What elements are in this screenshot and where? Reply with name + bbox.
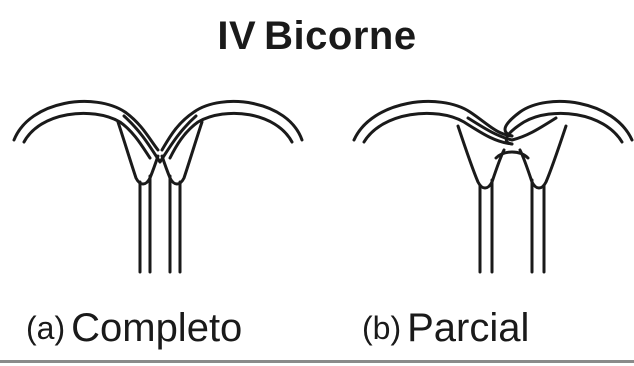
left-horn-inner-a [24,113,150,158]
right-horn-outer-a [162,101,302,150]
caption-label-a: Completo [71,306,242,350]
caption-label-b: Parcial [407,306,529,350]
caption-tag-a: (a) [26,310,65,346]
caption-complete: (a)Completo [26,304,242,354]
bottom-rule [0,360,634,363]
left-horn-outer-b [354,101,512,140]
right-horn-inner-a [170,113,292,158]
caption-partial: (b)Parcial [362,304,529,354]
left-horn-outer-a [14,101,158,150]
bicornuate-complete-diagram [14,101,302,272]
caption-tag-b: (b) [362,310,401,346]
left-horn-inner-b [364,113,512,144]
bicornuate-partial-diagram [354,101,632,272]
septum-a [124,116,196,162]
